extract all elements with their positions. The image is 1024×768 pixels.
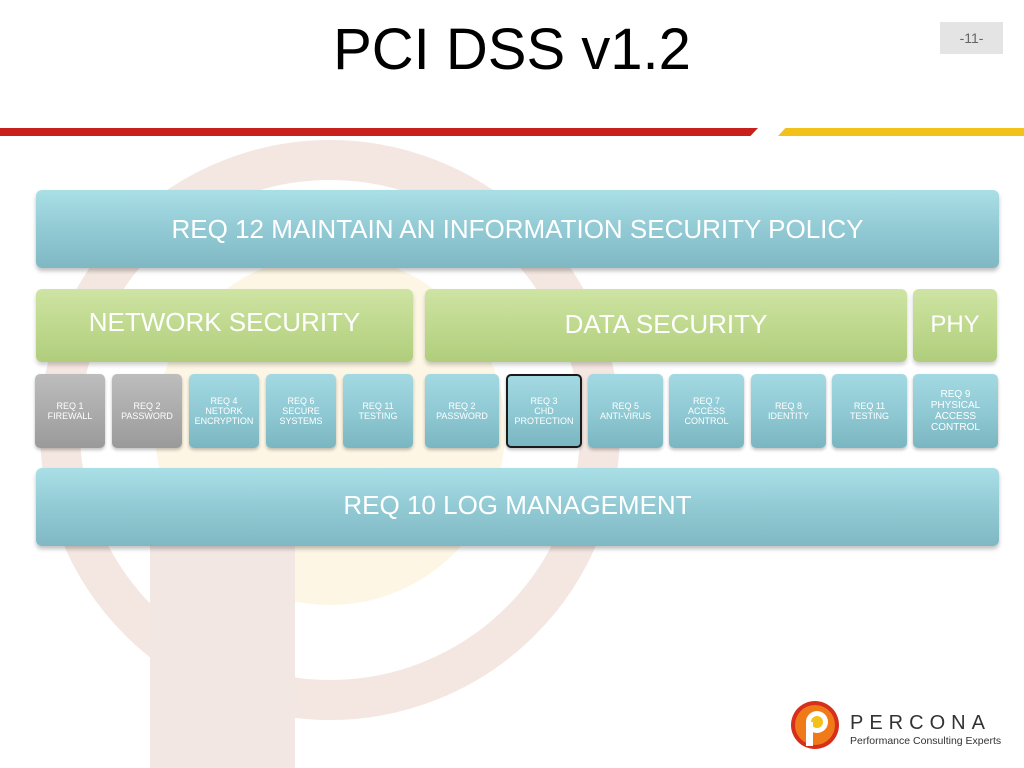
req-id: REQ 5 (611, 401, 639, 411)
req-label: CONTROL (931, 422, 980, 433)
req-id: REQ 6 (287, 396, 315, 406)
data-security-label: DATA SECURITY (564, 309, 768, 339)
req10-log-label: REQ 10 LOG MANAGEMENT (343, 490, 692, 520)
req-label: CHD (534, 406, 554, 416)
slide-title: PCI DSS v1.2 (333, 17, 691, 82)
req-id: REQ 4 (210, 396, 238, 406)
req-label: TESTING (849, 411, 889, 421)
req-label: PASSWORD (436, 411, 488, 421)
slide-number: -11- (940, 22, 1003, 54)
data-security-group: DATA SECURITY (425, 289, 907, 362)
req-label: ANTI-VIRUS (599, 411, 651, 421)
percona-logo-icon (791, 701, 839, 749)
req12-policy-label: REQ 12 MAINTAIN AN INFORMATION SECURITY … (171, 213, 864, 244)
header-rule-gold (778, 128, 1024, 136)
req-id: REQ 9 (940, 389, 971, 400)
req-label: PHYSICAL (930, 400, 981, 411)
network-security-group: NETWORK SECURITY (36, 289, 413, 362)
req-label: TESTING (358, 411, 398, 421)
req-id: REQ 1 (56, 401, 84, 411)
req-label: PASSWORD (121, 411, 173, 421)
req-id: REQ 3 (530, 396, 558, 406)
network-security-label: NETWORK SECURITY (88, 307, 361, 337)
logo-tagline: Performance Consulting Experts (850, 735, 1002, 747)
logo-wordmark: PERCONA (850, 712, 991, 734)
req-label: IDENTITY (767, 411, 809, 421)
req-id: REQ 8 (774, 401, 802, 411)
req-id: REQ 11 (853, 401, 886, 411)
req10-log-band: REQ 10 LOG MANAGEMENT (36, 468, 999, 546)
req-label: SECURE (282, 406, 320, 416)
req-label: ACCESS (687, 406, 725, 416)
req12-policy-band: REQ 12 MAINTAIN AN INFORMATION SECURITY … (36, 190, 999, 268)
req-label: FIREWALL (47, 411, 93, 421)
req-id: REQ 7 (692, 396, 720, 406)
header-rule-red (0, 128, 758, 136)
req-label: ENCRYPTION (194, 416, 254, 426)
percona-logo: PERCONA Performance Consulting Experts (790, 700, 1010, 754)
req-id: REQ 11 (362, 401, 394, 411)
physical-security-label: PHY (930, 311, 980, 338)
req-label: PROTECTION (514, 416, 574, 426)
req-id: REQ 2 (133, 401, 161, 411)
req-label: CONTROL (684, 416, 729, 426)
req-id: REQ 2 (448, 401, 476, 411)
physical-security-group: PHY (913, 289, 997, 362)
req-label: ACCESS (934, 411, 977, 422)
req-label: NETORK (205, 406, 243, 416)
req-label: SYSTEMS (279, 416, 323, 426)
